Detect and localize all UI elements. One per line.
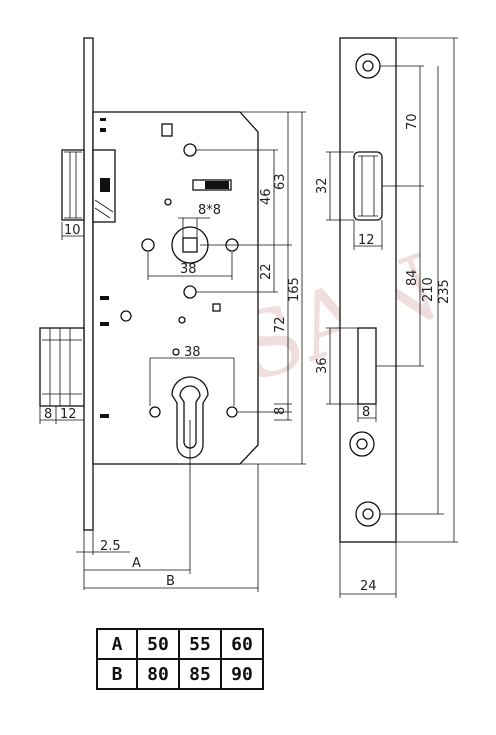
table-cell: 90: [220, 658, 264, 690]
dim-fp-210: 210: [421, 277, 436, 302]
faceplate-side: [83, 37, 94, 531]
backset-size-table: A 50 55 60 B 80 85 90: [96, 628, 264, 690]
dim-latch-w1: 8: [44, 407, 52, 422]
dim-bolt-offset: 2.5: [100, 539, 121, 554]
table-cell: 80: [136, 658, 180, 690]
dim-backset-a: A: [132, 556, 141, 571]
dim-fp-235: 235: [437, 279, 452, 304]
table-cell: 60: [220, 628, 264, 660]
dim-backset-b: B: [166, 574, 175, 589]
dim-square-size: 8*8: [198, 203, 221, 218]
dim-latch-w2: 12: [60, 407, 77, 422]
dim-46: 46: [259, 188, 274, 205]
dim-63: 63: [273, 173, 288, 190]
dim-22: 22: [259, 263, 274, 280]
table-row: B 80 85 90: [96, 658, 264, 690]
dim-cylinder-hole: 38: [184, 345, 201, 360]
lock-body-view: [39, 37, 259, 531]
dim-spindle-hole: 38: [180, 262, 197, 277]
dim-fp-70: 70: [405, 113, 420, 130]
table-cell: 55: [178, 628, 222, 660]
table-row: A 50 55 60: [96, 628, 264, 660]
dim-fp-8: 8: [362, 405, 370, 420]
dim-fp-12: 12: [358, 233, 375, 248]
dim-165: 165: [287, 277, 302, 302]
lock-body-dimensions: 10 8 12 2.5 A B 8*8 38 38 46 63 22 72 8: [39, 111, 306, 592]
table-cell: 50: [136, 628, 180, 660]
faceplate-dimensions: 70 32 12 84 210 235 36 8 24: [315, 37, 458, 598]
dim-fp-84: 84: [405, 269, 420, 286]
table-cell: 85: [178, 658, 222, 690]
dim-72: 72: [273, 316, 288, 333]
dead-bolt: [39, 327, 85, 407]
latch-opening: [353, 151, 383, 221]
row-label-a: A: [96, 628, 138, 660]
dim-8-cyl: 8: [273, 407, 288, 415]
faceplate-outline: [339, 37, 397, 543]
faceplate-front-view: [339, 37, 397, 543]
deadbolt-opening: [357, 327, 377, 405]
dim-fp-36: 36: [315, 357, 330, 374]
dim-side-width: 10: [64, 223, 81, 238]
dim-fp-width: 24: [360, 579, 377, 594]
latch-bolt: [61, 149, 85, 221]
dim-fp-32: 32: [315, 177, 330, 194]
row-label-b: B: [96, 658, 138, 690]
square-spindle: [182, 237, 198, 253]
